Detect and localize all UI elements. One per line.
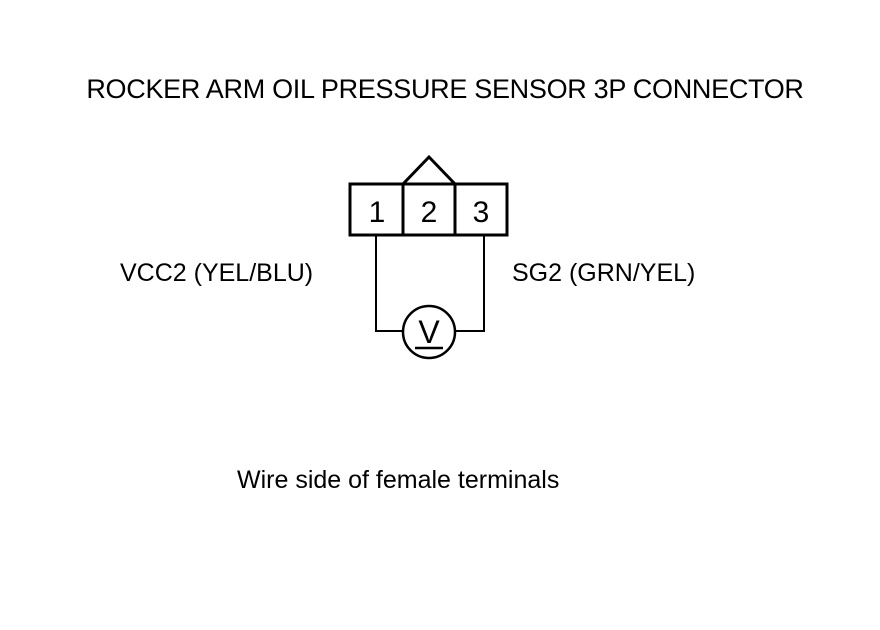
connector-housing <box>348 182 509 237</box>
lead-pin-1 <box>375 236 403 332</box>
pin-label-1: 1 <box>369 196 386 229</box>
locking-tab <box>401 154 457 186</box>
connector-3p <box>348 154 509 237</box>
wire-label-vcc2: VCC2 (YEL/BLU) <box>120 259 314 287</box>
test-leads <box>375 236 485 332</box>
voltmeter-icon: V <box>401 304 457 360</box>
wire-label-sg2: SG2 (GRN/YEL) <box>512 259 696 287</box>
diagram-caption: Wire side of female terminals <box>237 466 560 494</box>
lead-pin-3 <box>456 236 485 332</box>
pin-label-2: 2 <box>421 196 438 229</box>
voltmeter-symbol: V <box>418 314 440 350</box>
diagram-title: ROCKER ARM OIL PRESSURE SENSOR 3P CONNEC… <box>86 74 804 104</box>
voltmeter-circle <box>401 304 457 360</box>
pin-label-3: 3 <box>473 196 490 229</box>
